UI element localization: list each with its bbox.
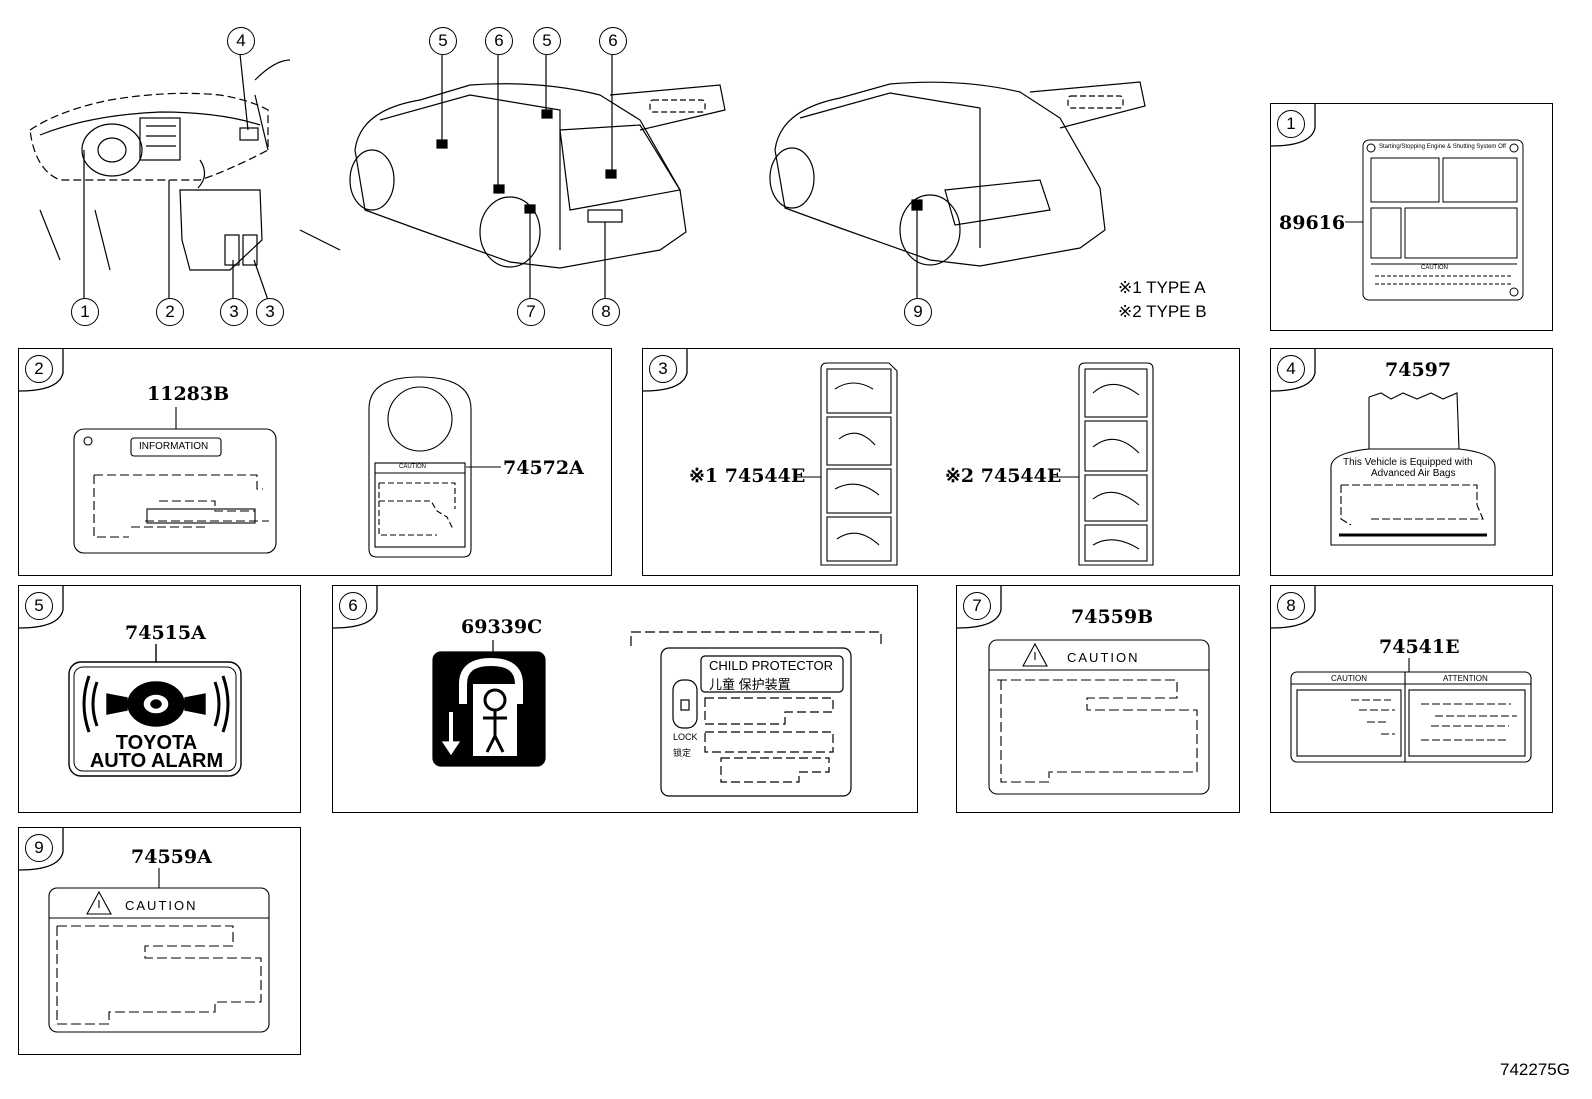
panel-5: 5 74515A TOYOTA AUTO ALARM: [18, 585, 301, 813]
panel-8: 8 74541E CAUTION ATTENTION: [1270, 585, 1553, 813]
callout-5a: 5: [429, 27, 457, 55]
vehicle-sketches: [29, 53, 1146, 301]
part-74572A: 74572A: [503, 457, 584, 479]
callout-1: 1: [71, 298, 99, 326]
callout-6b: 6: [599, 27, 627, 55]
p2-info-label: INFORMATION: [139, 441, 209, 452]
callout-9: 9: [904, 298, 932, 326]
callout-7: 7: [517, 298, 545, 326]
legend-type-b: ※2 TYPE B: [1118, 302, 1207, 321]
callout-5b: 5: [533, 27, 561, 55]
part-74544E-typeA: ※1 74544E: [689, 465, 806, 487]
p1-caution: CAUTION: [1421, 265, 1448, 271]
part-11283B: 11283B: [147, 383, 230, 405]
p4-line1: This Vehicle is Equipped with: [1343, 457, 1473, 468]
panel-8-number: 8: [1277, 592, 1305, 620]
callout-8: 8: [592, 298, 620, 326]
part-74515A: 74515A: [125, 622, 206, 644]
callout-6a: 6: [485, 27, 513, 55]
dashboard-sketch: [29, 53, 341, 301]
p5-toyota: TOYOTA: [115, 732, 198, 754]
panel-3-number: 3: [649, 355, 677, 383]
panel-9: 9 74559A CAUTION: [18, 827, 301, 1055]
part-74597: 74597: [1385, 359, 1452, 381]
panel-6-number: 6: [339, 592, 367, 620]
p4-line2: Advanced Air Bags: [1371, 468, 1456, 479]
legend-type-a: ※1 TYPE A: [1118, 278, 1206, 297]
callout-3a: 3: [220, 298, 248, 326]
p1-label-title: Starting/Stopping Engine & Shutting Syst…: [1379, 144, 1506, 150]
p2-caution: CAUTION: [399, 464, 426, 470]
part-74541E: 74541E: [1379, 636, 1460, 658]
panel-1-number: 1: [1277, 110, 1305, 138]
panel-5-number: 5: [25, 592, 53, 620]
p9-caution: CAUTION: [125, 898, 198, 913]
p6-child-protector-cn: 儿童 保护装置: [709, 677, 791, 692]
callout-2: 2: [156, 298, 184, 326]
suv-sketch-2: [769, 81, 1146, 298]
p5-auto-alarm: AUTO ALARM: [89, 750, 224, 772]
suv-sketch-1: [349, 55, 726, 298]
panel-9-number: 9: [25, 834, 53, 862]
panel-6: 6 69339C CHILD PROTECTOR 儿童 保护装置 LOCK 锁定: [332, 585, 918, 813]
p6-child-protector: CHILD PROTECTOR: [709, 658, 833, 673]
part-74559A: 74559A: [131, 846, 212, 868]
part-89616: 89616: [1279, 212, 1346, 234]
p6-lock-cn: 锁定: [673, 748, 692, 758]
panel-2-number: 2: [25, 355, 53, 383]
panel-2: 2 11283B 74572A INFORMATION CAUTION: [18, 348, 612, 576]
panel-7: 7 74559B CAUTION: [956, 585, 1240, 813]
panel-3: 3 ※1 74544E ※2 74544E: [642, 348, 1240, 576]
p7-caution: CAUTION: [1067, 650, 1140, 665]
panel-4: 4 74597 This Vehicle is Equipped with Ad…: [1270, 348, 1553, 576]
part-74559B: 74559B: [1071, 606, 1154, 628]
part-74544E-typeB: ※2 74544E: [945, 465, 1062, 487]
p8-attention: ATTENTION: [1443, 674, 1488, 683]
callout-4: 4: [227, 27, 255, 55]
p6-lock: LOCK: [673, 732, 698, 742]
p8-caution: CAUTION: [1331, 674, 1367, 683]
panel-1: 1 89616 Starting/Stopping Engine & Shutt…: [1270, 103, 1553, 331]
callout-3b: 3: [256, 298, 284, 326]
panel-4-number: 4: [1277, 355, 1305, 383]
part-69339C: 69339C: [461, 616, 543, 638]
panel-7-number: 7: [963, 592, 991, 620]
footer-code: 742275G: [1500, 1060, 1570, 1079]
